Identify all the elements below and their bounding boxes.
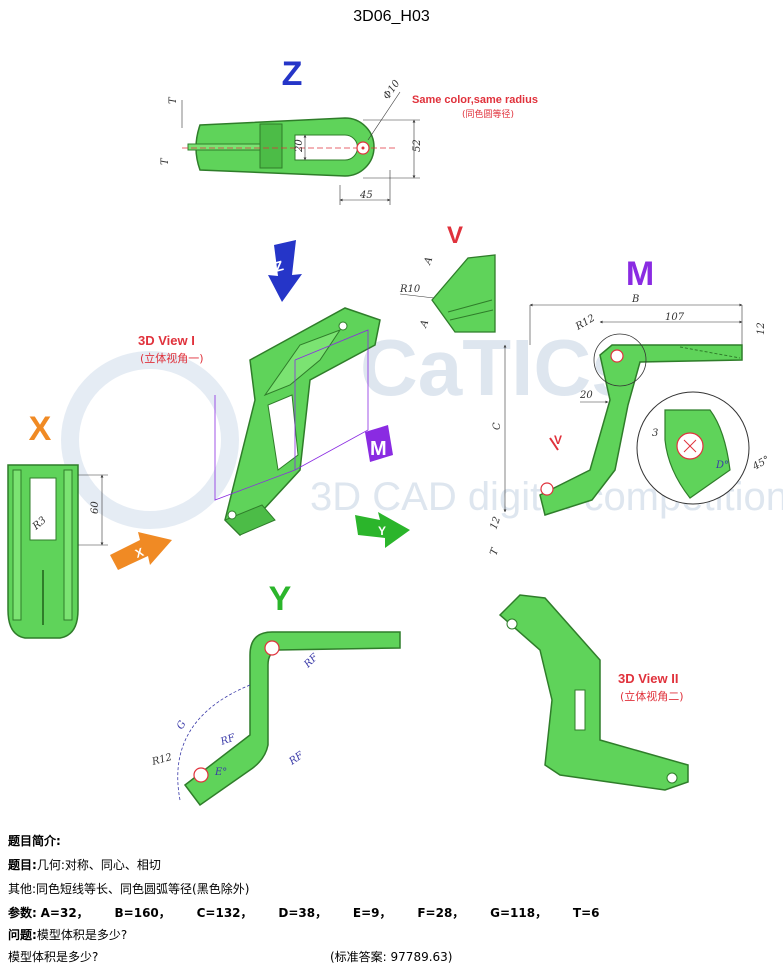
dim-a2: A [418, 318, 431, 330]
view1-title: 3D View I [138, 333, 195, 348]
param-c: C=132， [196, 906, 253, 920]
params-label: 参数: [8, 906, 37, 920]
note-same-color-sub: (同色圆等径) [462, 108, 514, 120]
dim-12b: 12 [488, 515, 503, 531]
dim-t-top: T [168, 96, 179, 104]
info-question: 问题:模型体积是多少? [8, 926, 127, 943]
z-label: Z [282, 55, 303, 93]
svg-text:M: M [370, 438, 387, 460]
dim-45deg: 45° [750, 454, 772, 473]
param-f: F=28， [417, 906, 465, 920]
dim-20-z: 20 [294, 139, 305, 153]
param-d: D=38， [278, 906, 328, 920]
technical-drawing: CaTICs 3D CAD digital competition Z 52 4… [7, 55, 783, 807]
x-view: X 60 R3 [7, 410, 108, 639]
param-a: A=32， [40, 906, 89, 920]
watermark-brand: CaTICs [360, 323, 636, 412]
dim-52: 52 [412, 139, 423, 152]
dim-3: 3 [652, 428, 658, 439]
question-text: 模型体积是多少? [36, 928, 128, 942]
question-label: 问题: [8, 928, 37, 942]
x-direction-arrow: X [110, 532, 172, 570]
3d-view-2: 3D View II (立体视角二) [498, 594, 689, 791]
z-view: Z 52 45 20 Φ10 T T Same color,same radiu… [160, 55, 538, 205]
dim-phi10: Φ10 [381, 78, 402, 102]
param-g: G=118， [490, 906, 548, 920]
standard-answer: (标准答案: 97789.63) [330, 950, 453, 964]
param-t: T=6 [572, 906, 600, 920]
dim-r12-y: R12 [150, 752, 173, 768]
topic-label: 题目: [8, 858, 37, 872]
dim-107: 107 [665, 312, 685, 323]
v-view: V A A R10 [399, 222, 496, 333]
y-view: Y G RF RF RF R12 E° [150, 580, 401, 807]
z-direction-arrow: Z [268, 240, 302, 302]
m-label: M [626, 255, 654, 293]
view1-subtitle: (立体视角一) [140, 351, 204, 365]
dim-estar: E° [214, 767, 227, 778]
dim-60: 60 [90, 501, 101, 514]
view2-subtitle: (立体视角二) [620, 689, 684, 703]
svg-text:V: V [554, 433, 562, 447]
dim-t-m: T [488, 546, 501, 557]
info-question-repeat: 模型体积是多少? [8, 950, 99, 964]
dim-g: G [175, 719, 189, 731]
dim-45: 45 [359, 190, 373, 201]
info-topic: 题目:几何:对称、同心、相切 [8, 856, 161, 873]
note-same-color: Same color,same radius [412, 94, 538, 106]
page-title: 3D06_H03 [353, 8, 430, 25]
dim-dstar: D° [715, 460, 729, 471]
y-label: Y [269, 580, 292, 618]
dim-12: 12 [756, 322, 767, 335]
info-params: 参数: A=32， B=160， C=132， D=38， E=9， F=28，… [8, 904, 622, 921]
param-e: E=9， [352, 906, 392, 920]
dim-t-left: T [160, 157, 171, 165]
dim-a1: A [422, 255, 435, 267]
dim-rf-2: RF [218, 732, 237, 748]
dim-20-m: 20 [579, 390, 593, 401]
x-label: X [29, 410, 52, 448]
y-direction-arrow: Y [355, 512, 410, 548]
view2-title: 3D View II [618, 671, 678, 686]
dim-rf-1: RF [302, 651, 321, 670]
svg-text:Y: Y [378, 524, 386, 538]
topic-text: 几何:对称、同心、相切 [36, 858, 161, 872]
m-view: M B 107 12 R12 20 C 12 T V 3 D° 45° [488, 255, 771, 557]
m-cube: M [365, 425, 393, 462]
dim-r10: R10 [399, 284, 421, 295]
info-other: 其他:同色短线等长、同色圆弧等径(黑色除外) [8, 882, 250, 896]
3d-view-1: 3D View I (立体视角一) [138, 307, 381, 537]
dim-rf-3: RF [287, 750, 307, 768]
info-heading: 题目简介: [8, 834, 61, 848]
dim-b: B [631, 294, 639, 305]
v-label: V [447, 222, 463, 249]
dim-c: C [492, 422, 503, 430]
param-b: B=160， [114, 906, 171, 920]
